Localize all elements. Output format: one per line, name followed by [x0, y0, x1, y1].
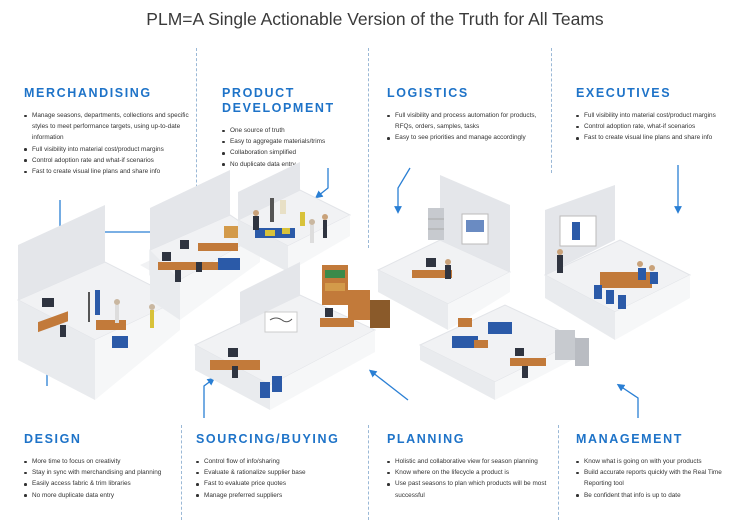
- section-heading: MERCHANDISING: [24, 86, 152, 100]
- bullet-item: Full visibility into material cost/produ…: [24, 144, 192, 155]
- section-heading: SOURCING/BUYING: [196, 432, 340, 446]
- arrow-logistics: [394, 167, 411, 214]
- bullet-item: Know where on the lifecycle a product is: [387, 467, 552, 478]
- page-title: PLM=A Single Actionable Version of the T…: [146, 9, 604, 29]
- bullet-item: Fast to create visual line plans and sha…: [576, 132, 736, 143]
- bullet-item: Know what is going on with your products: [576, 456, 736, 467]
- bullet-item: Easy to see priorities and manage accord…: [387, 132, 547, 143]
- section-planning: PLANNING Holistic and collaborative view…: [387, 432, 552, 501]
- divider-bottom-1: [181, 425, 182, 520]
- section-heading: LOGISTICS: [387, 86, 469, 100]
- section-merchandising: MERCHANDISING Manage seasons, department…: [24, 86, 192, 177]
- bullet-item: Easy to aggregate materials/trims: [222, 136, 357, 147]
- arrow-planning: [368, 369, 409, 401]
- bullet-item: Control adoption rate, what-if scenarios: [576, 121, 736, 132]
- bullet-item: No more duplicate data entry: [24, 490, 174, 501]
- divider-top-3: [551, 48, 552, 173]
- arrow-sourcing: [203, 377, 216, 418]
- bullet-item: Holistic and collaborative view for seas…: [387, 456, 552, 467]
- bullet-item: Manage preferred suppliers: [196, 490, 361, 501]
- bullet-item: No duplicate data entry: [222, 159, 357, 170]
- room-design: [16, 205, 182, 400]
- room-sourcing: [193, 262, 390, 410]
- bullet-item: Fast to evaluate price quotes: [196, 478, 361, 489]
- bullet-item: Evaluate & rationalize supplier base: [196, 467, 361, 478]
- section-heading: EXECUTIVES: [576, 86, 672, 100]
- section-logistics: LOGISTICS Full visibility and process au…: [387, 86, 547, 144]
- bullet-item: Control flow of info/sharing: [196, 456, 361, 467]
- section-management: MANAGEMENT Know what is going on with yo…: [576, 432, 736, 501]
- bullet-item: Easily access fabric & trim libraries: [24, 478, 174, 489]
- bullet-item: Collaboration simplified: [222, 147, 357, 158]
- divider-bottom-3: [558, 425, 559, 520]
- section-heading: DESIGN: [24, 432, 82, 446]
- bullet-item: Use past seasons to plan which products …: [387, 478, 552, 500]
- divider-bottom-2: [368, 425, 369, 520]
- bullet-item: Manage seasons, departments, collections…: [24, 110, 192, 144]
- bullet-item: Fast to create visual line plans and sha…: [24, 166, 192, 177]
- divider-top-1: [196, 48, 197, 233]
- bullet-item: Control adoption rate and what-if scenar…: [24, 155, 192, 166]
- room-planning: [418, 304, 589, 400]
- section-design: DESIGN More time to focus on creativity …: [24, 432, 174, 501]
- bullet-item: One source of truth: [222, 125, 357, 136]
- arrow-product-development: [314, 168, 329, 199]
- bullet-item: More time to focus on creativity: [24, 456, 174, 467]
- room-product-development: [236, 162, 352, 272]
- bullet-item: Build accurate reports quickly with the …: [576, 467, 736, 489]
- arrow-management: [616, 383, 639, 418]
- bullet-item: Full visibility into material cost/produ…: [576, 110, 736, 121]
- bullet-item: Be confident that info is up to date: [576, 490, 736, 501]
- section-sourcing-buying: SOURCING/BUYING Control flow of info/sha…: [196, 432, 361, 501]
- room-executives: [543, 185, 692, 340]
- room-logistics: [376, 175, 512, 330]
- bullet-item: Full visibility and process automation f…: [387, 110, 547, 132]
- section-executives: EXECUTIVES Full visibility into material…: [576, 86, 736, 144]
- bullet-item: Stay in sync with merchandising and plan…: [24, 467, 174, 478]
- room-merchandising: [140, 170, 261, 320]
- section-heading: MANAGEMENT: [576, 432, 683, 446]
- section-heading: PLANNING: [387, 432, 466, 446]
- divider-top-2: [368, 48, 369, 248]
